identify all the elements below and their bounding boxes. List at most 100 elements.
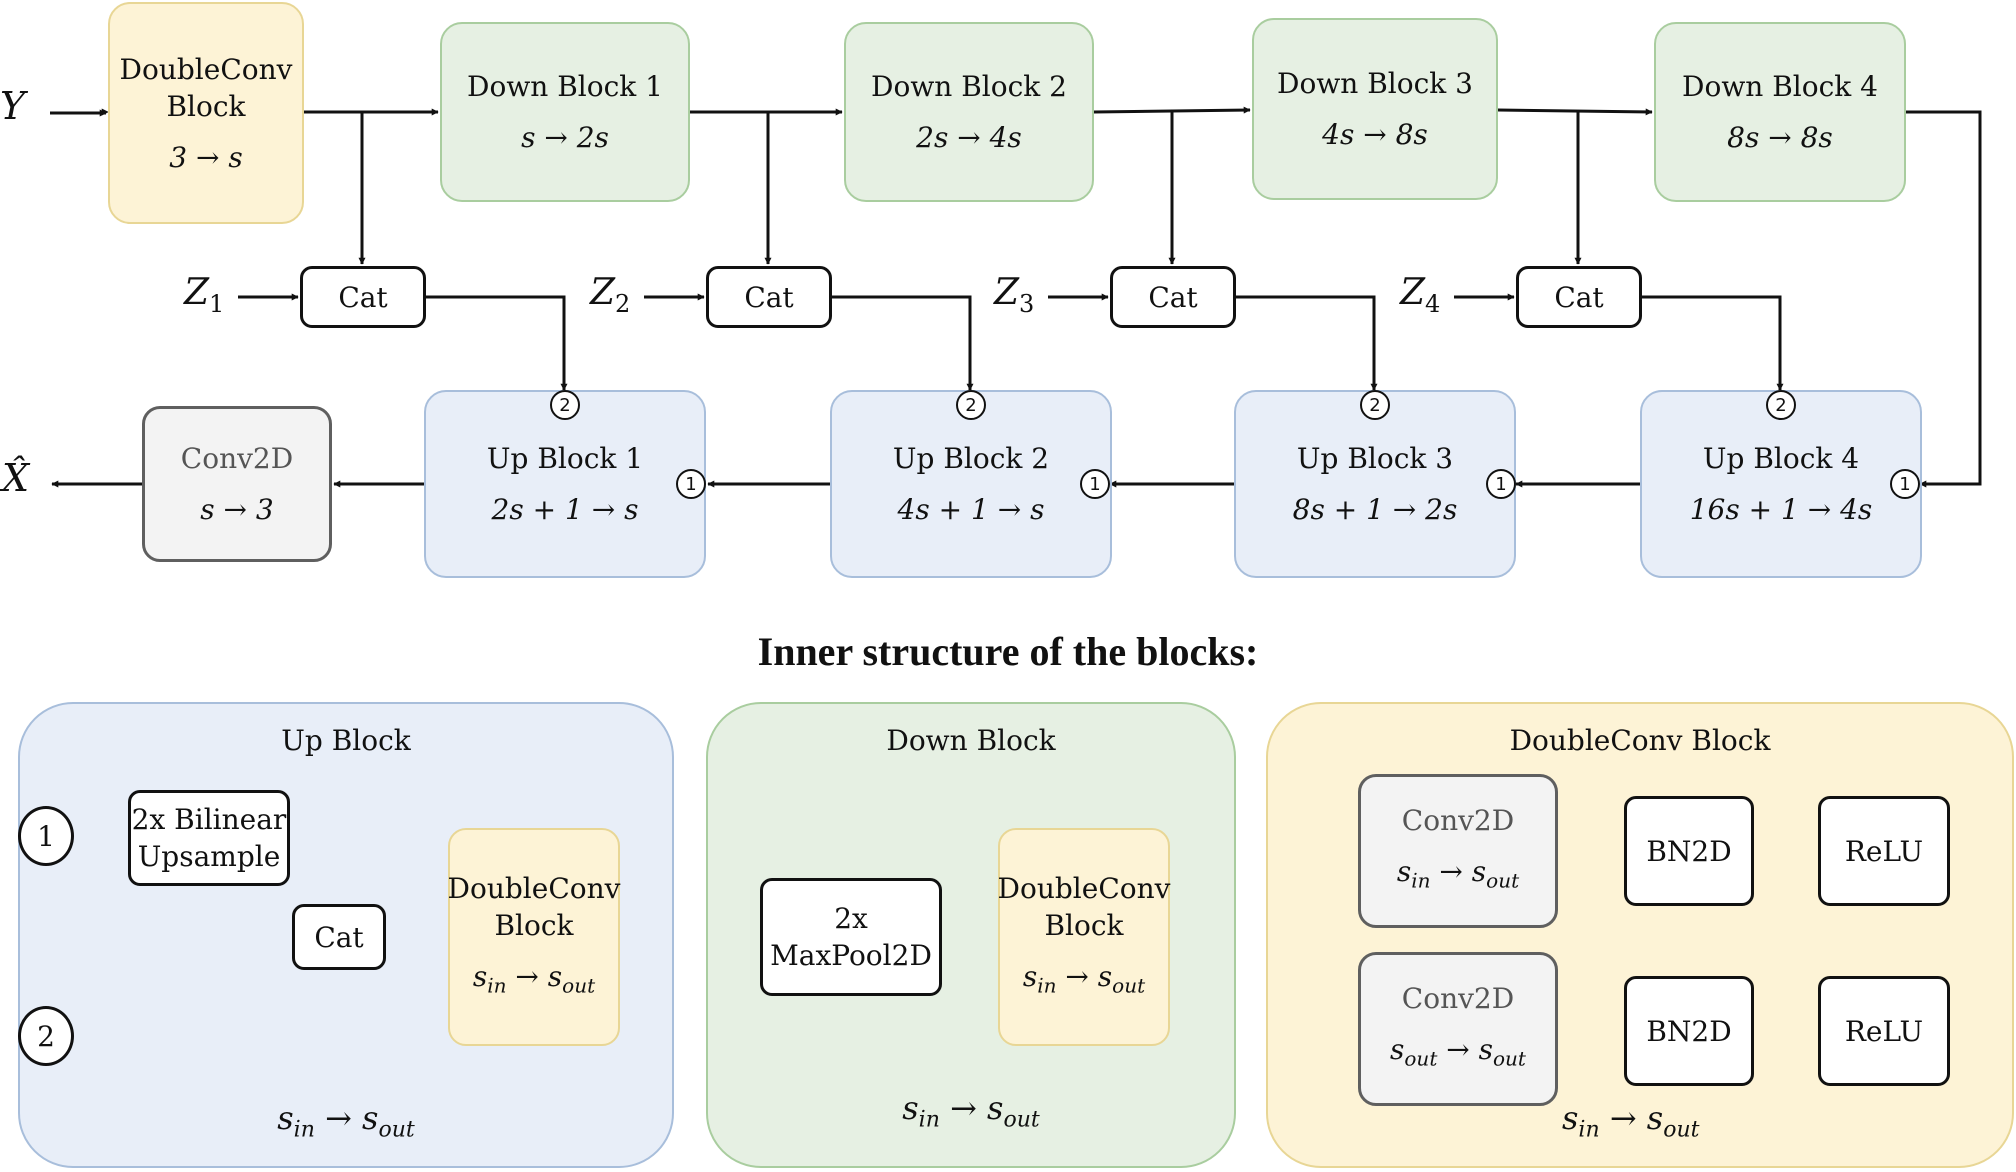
up-block-1: Up Block 1 2s + 1 → s	[424, 390, 706, 578]
conv1-s1: s	[1396, 855, 1412, 889]
up-block-4: Up Block 4 16s + 1 → 4s	[1640, 390, 1922, 578]
dcp-ch-out: out	[1663, 1117, 1700, 1143]
z4-label: Z4	[1400, 274, 1440, 323]
up-dc-arrow: →	[506, 959, 548, 993]
up-dc-s1: s	[472, 959, 488, 993]
conv1-s2: s	[1471, 855, 1487, 889]
down-panel-dc-line-2: Block	[1044, 908, 1124, 942]
down-dc-s2: s	[1097, 959, 1113, 993]
conv1-in: in	[1411, 868, 1431, 893]
section-title: Inner structure of the blocks:	[757, 629, 1259, 674]
down-ch-in: in	[918, 1107, 940, 1133]
down-block-3: Down Block 3 4s → 8s	[1252, 18, 1498, 200]
cat-3: Cat	[1110, 266, 1236, 328]
up-block-2-title: Up Block 2	[892, 442, 1050, 475]
edge-cat4-up4	[1642, 295, 1784, 391]
cat-2: Cat	[706, 266, 832, 328]
down-ch-s2: s	[987, 1089, 1004, 1127]
doubleconv-title-1: DoubleConv	[119, 52, 293, 86]
maxpool-line-2: MaxPool2D	[770, 939, 932, 972]
up-block-4-channels: 16s + 1 → 4s	[1689, 493, 1873, 526]
up-block-panel-title: Up Block	[281, 724, 411, 757]
z1-label: Z1	[184, 274, 224, 323]
dcp-ch-s1: s	[1562, 1099, 1579, 1137]
doubleconv-channels: 3 → s	[169, 140, 243, 174]
dcp-ch-s2: s	[1646, 1099, 1664, 1137]
up-block-1-port-2: 2	[550, 390, 580, 420]
up-panel-doubleconv: DoubleConv Block sin → sout	[448, 828, 620, 1046]
down-block-1: Down Block 1 s → 2s	[440, 22, 690, 202]
cat-4: Cat	[1516, 266, 1642, 328]
up-panel-cat-label: Cat	[314, 920, 364, 954]
conv2d-output-title: Conv2D	[180, 442, 294, 475]
relu-1-label: ReLU	[1844, 834, 1924, 868]
up-block-3-title: Up Block 3	[1296, 442, 1454, 475]
up-panel-channels: sin → sout	[18, 1100, 674, 1148]
up-block-2-channels: 4s + 1 → s	[897, 493, 1045, 526]
conv2-out: out	[1493, 1046, 1526, 1071]
up-block-3-port-1: 1	[1486, 469, 1516, 499]
up-panel-dc-line-2: Block	[494, 908, 574, 942]
conv1-out: out	[1486, 868, 1520, 893]
down-panel-channels: sin → sout	[706, 1090, 1236, 1138]
doubleconv-panel-channels: sin → sout	[1266, 1100, 2014, 1148]
down-ch-out: out	[1003, 1107, 1040, 1133]
up-block-2-port-2: 2	[956, 390, 986, 420]
conv2d-output-block: Conv2D s → 3	[142, 406, 332, 562]
up-dc-out: out	[562, 973, 596, 998]
up-panel-cat: Cat	[292, 904, 386, 970]
dc-panel-bn2d-1: BN2D	[1624, 796, 1754, 906]
z2-sub: 2	[615, 290, 631, 319]
z2-base: Z	[590, 272, 616, 313]
dc-conv2-title: Conv2D	[1401, 982, 1515, 1016]
down-block-3-channels: 4s → 8s	[1322, 118, 1428, 151]
down-dc-arrow: →	[1056, 959, 1098, 993]
up-block-3-channels: 8s + 1 → 2s	[1292, 493, 1458, 526]
maxpool-box: 2x MaxPool2D	[760, 878, 942, 996]
maxpool-line-1: 2x	[834, 902, 868, 935]
up-panel-dc-line-1: DoubleConv	[447, 871, 621, 905]
cat-2-label: Cat	[744, 280, 794, 314]
up-block-4-port-1: 1	[1890, 469, 1920, 499]
z1-sub: 1	[209, 290, 225, 319]
up-block-1-title: Up Block 1	[486, 442, 644, 475]
down-block-2-channels: 2s → 4s	[916, 121, 1022, 154]
conv2-s1: s	[1390, 1033, 1405, 1067]
dcp-ch-arrow: →	[1599, 1099, 1647, 1137]
down-block-4-channels: 8s → 8s	[1727, 121, 1833, 154]
bn2d-2-label: BN2D	[1646, 1014, 1732, 1048]
dc-panel-conv2d-2: Conv2D sout → sout	[1358, 952, 1558, 1106]
output-x-hat-label: X̂	[2, 456, 30, 500]
up-block-1-channels: 2s + 1 → s	[491, 493, 639, 526]
conv2-in: out	[1404, 1046, 1438, 1071]
edge-down3-down4	[1497, 108, 1653, 116]
relu-2-label: ReLU	[1844, 1014, 1924, 1048]
down-block-panel-title: Down Block	[886, 724, 1056, 757]
cat-4-label: Cat	[1554, 280, 1604, 314]
doubleconv-block: DoubleConv Block 3 → s	[108, 2, 304, 224]
down-block-1-title: Down Block 1	[467, 70, 663, 103]
doubleconv-panel-title: DoubleConv Block	[1509, 724, 1771, 757]
dc-panel-conv2d-1: Conv2D sin → sout	[1358, 774, 1558, 928]
cat-1-label: Cat	[338, 280, 388, 314]
down-block-4: Down Block 4 8s → 8s	[1654, 22, 1906, 202]
up-dc-s2: s	[547, 959, 563, 993]
edge-cat3-up3	[1236, 295, 1378, 391]
down-dc-in: in	[1037, 973, 1057, 998]
up-dc-in: in	[487, 973, 507, 998]
dc-conv1-title: Conv2D	[1401, 804, 1515, 838]
dc-panel-relu-1: ReLU	[1818, 796, 1950, 906]
up-block-3: Up Block 3 8s + 1 → 2s	[1234, 390, 1516, 578]
up-ch-in: in	[293, 1117, 315, 1143]
down-block-1-channels: s → 2s	[521, 121, 609, 154]
down-dc-out: out	[1112, 973, 1146, 998]
z3-base: Z	[994, 272, 1020, 313]
up-block-3-port-2: 2	[1360, 390, 1390, 420]
down-block-3-title: Down Block 3	[1277, 67, 1473, 100]
bilinear-line-2: Upsample	[137, 840, 281, 873]
down-ch-arrow: →	[939, 1089, 988, 1127]
down-block-2: Down Block 2 2s → 4s	[844, 22, 1094, 202]
up-panel-port-1: 1	[18, 806, 74, 866]
z2-label: Z2	[590, 274, 630, 323]
conv2-arrow: →	[1437, 1033, 1479, 1067]
